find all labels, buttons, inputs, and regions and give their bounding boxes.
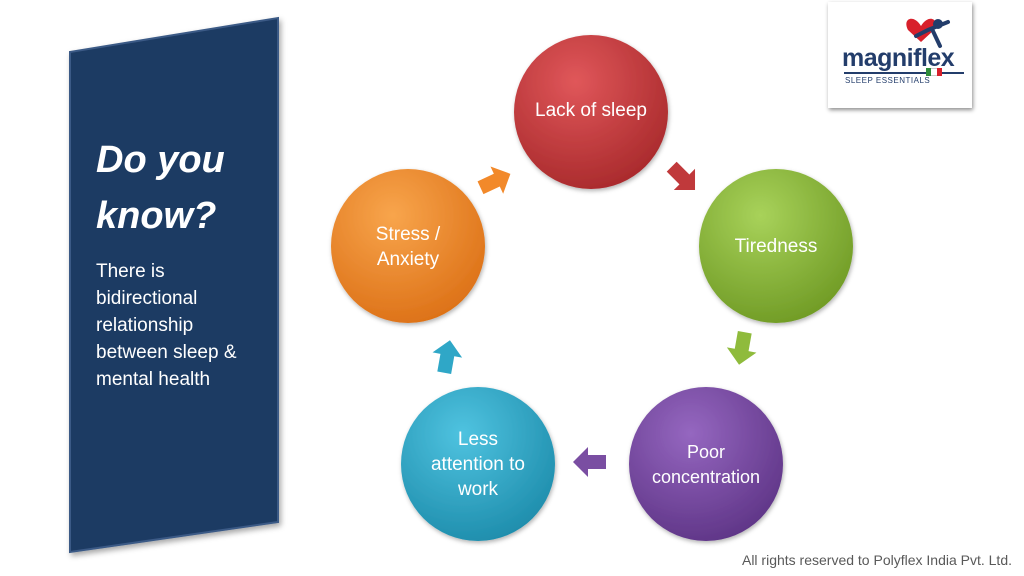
node-stress-anxiety [331,169,485,323]
node-label-less-attention: Less attention to work [430,428,526,500]
node-less-attention [401,387,555,541]
node-label-stress-anxiety: Stress / Anxiety [375,224,441,270]
arrow-to-stress [432,340,463,374]
arrow-to-poor-concentration [726,331,757,365]
brand-logo: magniflex SLEEP ESSENTIALS [828,2,972,108]
arrow-to-tiredness [666,161,696,191]
node-tiredness [699,169,853,323]
italy-flag-icon [926,68,942,76]
logo-tagline: SLEEP ESSENTIALS [845,76,931,85]
node-poor-concentration [629,387,783,541]
arrow-to-lack-of-sleep [477,166,511,195]
logo-wordmark: magniflex [842,44,955,72]
arrow-to-less-attention [573,447,606,477]
panel-background [69,16,279,554]
panel-content: Do you know? There is bidirectional rela… [96,132,276,393]
logo-divider [844,72,964,74]
panel-title: Do you know? [96,139,225,237]
node-label-lack-of-sleep: Lack of sleep [535,99,647,121]
node-label-poor-concentration: Poor concentration [651,442,761,487]
panel-body: There is bidirectional relationship betw… [96,261,237,390]
copyright-footer: All rights reserved to Polyflex India Pv… [741,552,1012,568]
heart-person-icon [906,18,950,48]
node-label-tiredness: Tiredness [734,235,818,257]
node-lack-of-sleep [514,35,668,189]
